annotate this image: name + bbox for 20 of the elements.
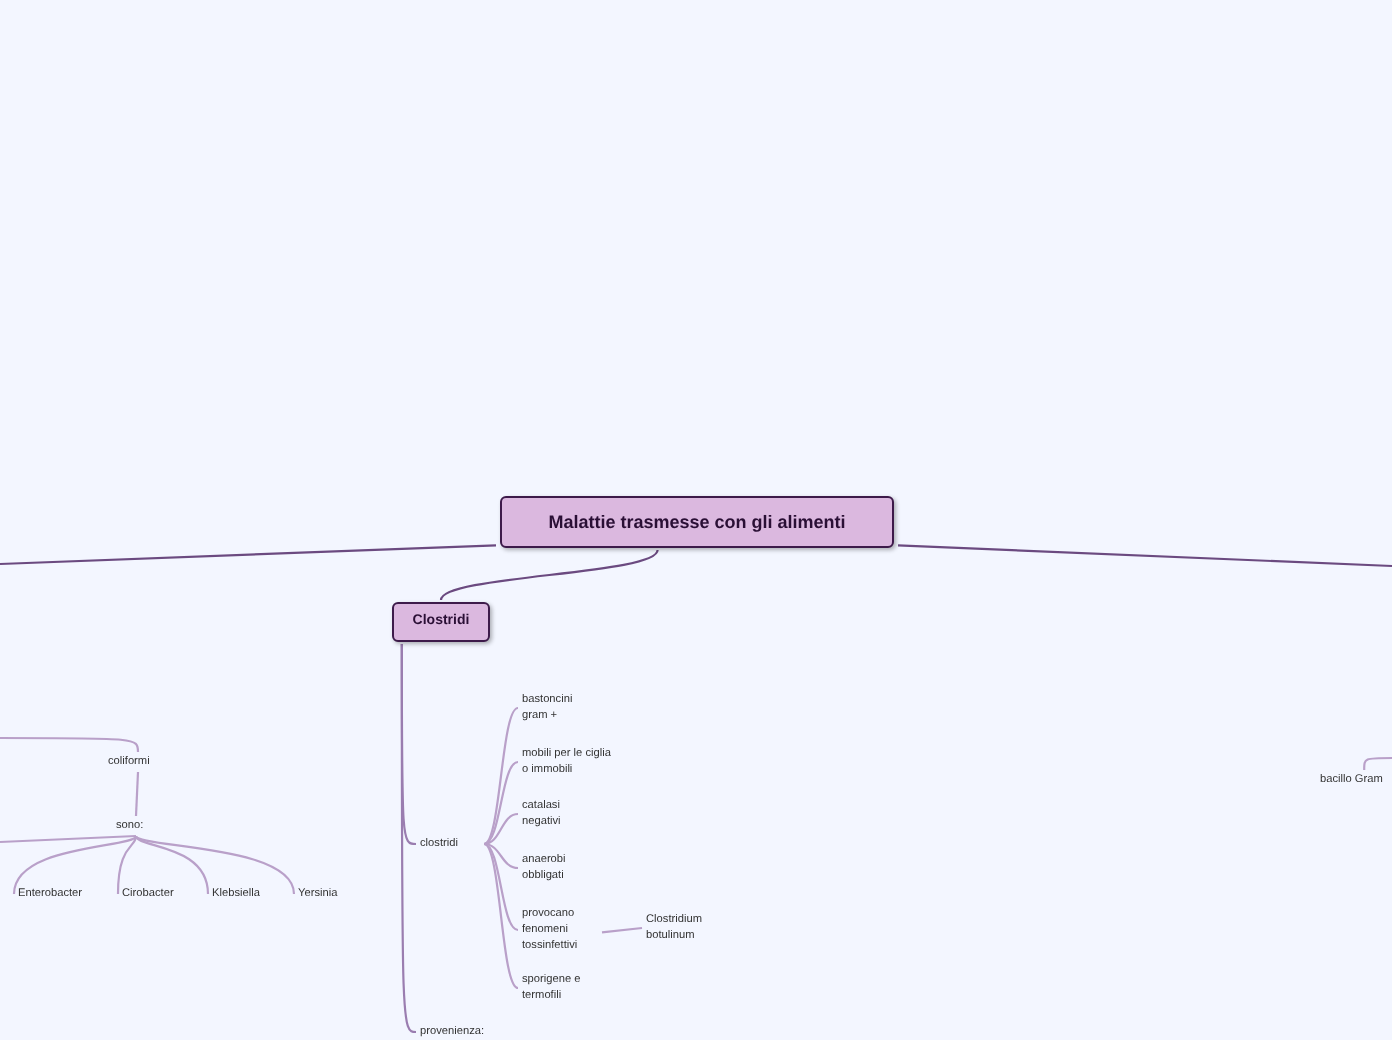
connector-line xyxy=(483,761,519,845)
connector-line xyxy=(0,736,140,753)
connector-line xyxy=(483,843,519,931)
connector-line xyxy=(134,771,140,817)
connector-line xyxy=(483,812,519,846)
connector-line xyxy=(483,843,519,989)
connector-line xyxy=(116,835,138,895)
connector-line xyxy=(1363,756,1392,770)
connector-line xyxy=(0,834,137,844)
connector-line xyxy=(897,544,1392,568)
connector-line xyxy=(135,835,296,895)
connector-line xyxy=(135,835,210,895)
central-topic-box: Malattie trasmesse con gli alimenti xyxy=(500,496,894,548)
connector-line xyxy=(0,544,497,566)
connector-line xyxy=(483,707,519,845)
connector-line xyxy=(601,926,643,934)
connector-line xyxy=(400,644,417,1034)
connector-line xyxy=(440,549,659,601)
connector-line xyxy=(483,842,519,870)
connector-line xyxy=(12,835,137,895)
